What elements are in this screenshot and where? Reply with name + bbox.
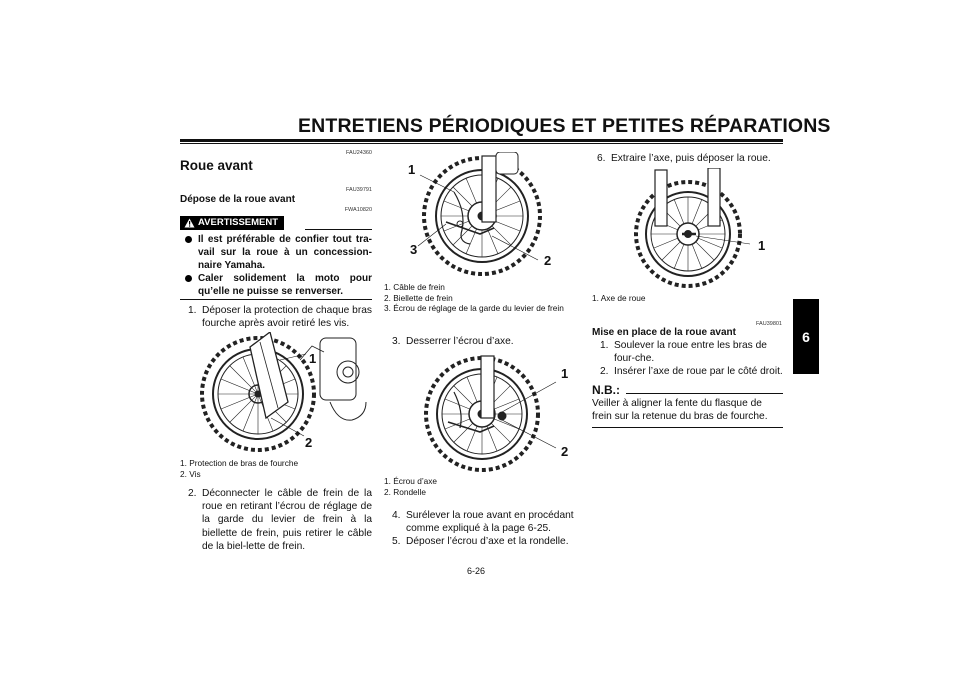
figure-caption: 2. Vis — [180, 469, 201, 479]
step-6: 6.Extraire l’axe, puis déposer la roue. — [597, 153, 771, 164]
figure-caption: 3. Écrou de réglage de la garde du levie… — [384, 303, 564, 313]
figure-callout: 1 — [561, 366, 569, 381]
reference-code: FWA10820 — [344, 207, 372, 213]
warning-bottom-rule — [180, 299, 372, 300]
install-step: 1.Soulever la roue entre les bras de fou… — [600, 340, 767, 365]
subsection-title: Dépose de la roue avant — [180, 194, 296, 205]
figure-callout: 3 — [410, 242, 418, 257]
warning-label: AVERTISSEMENT — [198, 217, 279, 228]
step-3: 3.Desserrer l’écrou d’axe. — [392, 336, 514, 347]
step-1: 1.Déposer la protection de chaque bras f… — [188, 305, 372, 330]
warning-item: Caler solidement la moto pour qu’elle ne… — [185, 272, 372, 298]
figure-caption: 2. Rondelle — [384, 487, 426, 497]
figure-brake-cable — [417, 152, 542, 276]
figure-callout: 1 — [408, 162, 416, 177]
figure-callout: 2 — [561, 444, 569, 459]
step-4: 4.Surélever la roue avant en procédant c… — [392, 510, 574, 535]
header-rule — [180, 139, 783, 142]
figure-fork-protection — [200, 332, 367, 452]
reference-code: FAU39801 — [756, 321, 782, 327]
figure-axle-nut — [424, 355, 557, 472]
figure-callout: 2 — [305, 435, 313, 450]
reference-code: FAU24360 — [346, 150, 372, 156]
figure-caption: 2. Biellette de frein — [384, 293, 453, 303]
section-title: Roue avant — [180, 158, 253, 173]
note-text: Veiller à aligner la fente du flasque de… — [592, 398, 768, 423]
figure-caption: 1. Protection de bras de fourche — [180, 458, 299, 468]
figure-caption: 1. Câble de frein — [384, 282, 445, 292]
warning-badge: AVERTISSEMENT — [180, 216, 285, 230]
step-2: 2.Déconnecter le câble de frein de la ro… — [188, 488, 372, 552]
bullet-icon — [185, 236, 192, 243]
note-title: N.B.: — [592, 383, 620, 397]
note-bottom-rule — [592, 427, 783, 428]
warning-triangle-icon — [184, 218, 195, 228]
reference-code: FAU39791 — [346, 187, 372, 193]
figure-callout: 1 — [309, 351, 317, 366]
warning-rule — [305, 229, 372, 230]
chapter-tab[interactable]: 6 — [793, 299, 819, 374]
page-number: 6-26 — [467, 566, 486, 576]
bullet-icon — [185, 275, 192, 282]
install-step: 2.Insérer l’axe de roue par le côté droi… — [600, 366, 783, 377]
header-rule-thin — [180, 143, 783, 144]
figure-wheel-axle — [634, 168, 751, 288]
step-5: 5.Déposer l’écrou d’axe et la rondelle. — [392, 536, 569, 547]
install-title: Mise en place de la roue avant — [592, 327, 736, 338]
note-rule — [626, 393, 783, 394]
figure-callout: 2 — [544, 253, 552, 268]
warning-item: Il est préférable de confier tout tra-va… — [185, 233, 372, 273]
figure-callout: 1 — [758, 238, 766, 253]
page-title: ENTRETIENS PÉRIODIQUES ET PETITES RÉPARA… — [298, 115, 831, 137]
figure-caption: 1. Écrou d’axe — [384, 476, 438, 486]
figure-caption: 1. Axe de roue — [592, 293, 646, 303]
